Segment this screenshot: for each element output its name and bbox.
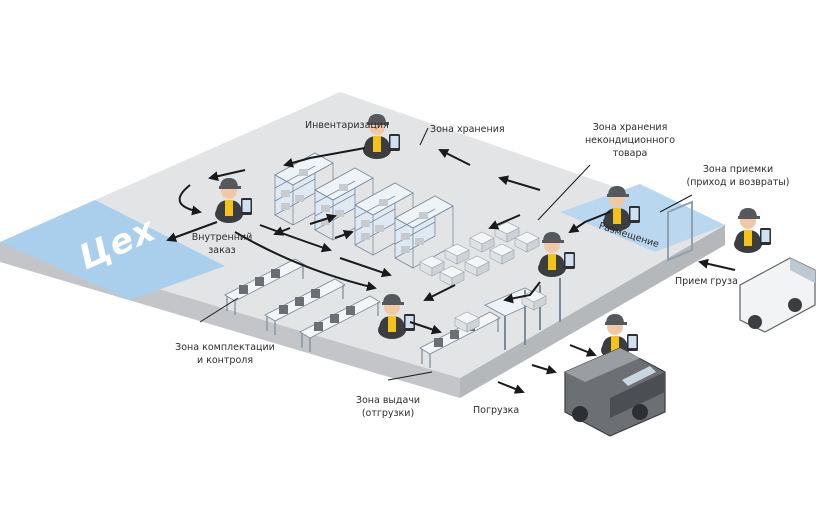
label-zone-dispatch-1: Зона выдачи [356,395,420,406]
label-zone-storage: Зона хранения [430,124,505,135]
label-zone-receiving-1: Зона приемки [703,164,773,175]
floor-side-right [460,225,725,398]
label-internal-order-1: Внутренний [192,232,253,243]
receiving-gate [667,200,693,262]
loading-truck-icon [564,347,666,437]
leader-lines [199,127,693,381]
label-zone-noncond-1: Зона хранения [593,122,668,133]
label-cargo-receipt: Прием груза [675,276,738,287]
label-zone-picking-1: Зона комплектации [175,342,275,353]
label-zone-picking-2: и контроля [197,355,253,366]
label-zone-dispatch-2: (отгрузки) [362,408,414,419]
worker-receiving-icon [734,208,771,253]
flow-arrows [166,147,736,394]
workshop-zone [0,200,225,300]
receiving-truck-icon [739,257,816,333]
label-zone-noncond-3: товара [613,148,648,159]
label-zone-receiving-2: (приход и возвраты) [687,177,790,188]
label-internal-order-2: заказ [208,245,235,256]
label-zone-noncond-2: некондиционного [585,135,675,146]
receiving-zone [560,184,725,252]
label-inventory: Инвентаризация [305,120,389,131]
label-loading: Погрузка [473,405,519,416]
